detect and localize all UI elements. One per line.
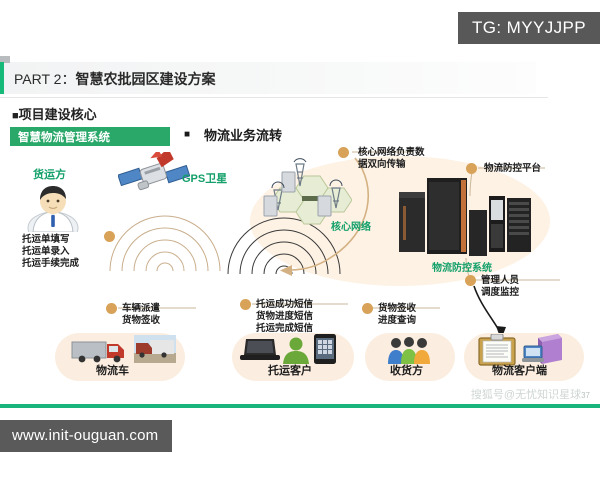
annotation-line: 货物签收 [378,303,417,314]
annotation-vehicle-dispatch: 车辆派遣 货物签收 [122,303,160,327]
annotation-shipper-steps: 托运单填写 托运单录入 托运手续完成 [22,234,79,270]
dot-marker-shipper [104,231,115,242]
section-bullet-icon: ■ [12,110,19,122]
diagram-canvas: GPS卫星 货运方 托运单填写 托运单录入 托运手续完成 [0,146,600,396]
clipboard-icon [478,334,516,366]
annotation-line: 托运单录入 [22,246,70,257]
system-pill-text: 智慧物流管理系统 [18,131,110,144]
flow-title-text: 物流业务流转 [204,128,283,143]
annotation-line: 核心网络负责数 [358,147,425,158]
part-title: 智慧农批园区建设方案 [75,71,216,87]
computer-icon [522,334,564,366]
gps-satellite-label: GPS卫星 [182,173,228,185]
annotation-goods-receipt: 货物签收 进度查询 [378,303,416,327]
part-title-text: PART 2：智慧农批园区建设方案 [14,69,215,89]
shipper-avatar-icon [26,182,80,232]
footer-watermark-text: 搜狐号@无忧知识星球 [470,389,582,401]
endpoint-label-logistics-vehicle: 物流车 [96,365,129,377]
people-group-icon [385,336,435,364]
bottom-rule [0,404,600,408]
shipper-label: 货运方 [33,169,66,181]
annotation-line: 托运手续完成 [22,258,80,269]
annotation-line: 托运完成短信 [256,323,314,334]
endpoint-label-logistics-client: 物流客户端 [492,365,547,377]
core-network-label: 核心网络 [331,222,371,233]
annotation-core-transport: 核心网络负责数 据双向传输 [358,147,425,170]
annotation-line: 托运成功短信 [256,299,314,310]
annotation-line: 车辆派遣 [122,303,161,314]
footer-watermark: 搜狐号@无忧知识星球37 [471,386,590,402]
system-pill-label: 智慧物流管理系统 [10,127,170,146]
endpoint-label-consignee: 收货方 [390,365,423,377]
laptop-icon [240,337,280,363]
flow-bullet-icon: ■ [184,129,191,140]
annotation-line: 管理人员 [481,275,520,286]
part-title-bar: PART 2：智慧农批园区建设方案 [0,56,536,94]
annotation-line: 调度监控 [481,286,520,298]
annotation-control-platform: 物流防控平台 [484,163,541,175]
dot-marker-core-transport [338,147,349,158]
annotation-line: 据双向传输 [358,158,406,170]
gps-satellite-icon [118,152,190,200]
page-number: 37 [581,391,590,400]
annotation-line: 货物进度短信 [256,311,314,322]
part-bar-cap [0,56,10,63]
truck-icon [70,336,130,364]
tablet-icon [314,334,336,364]
person-green-icon [281,336,311,364]
annotation-admin-monitor: 管理人员 调度监控 [481,275,519,298]
annotation-line: 货物签收 [122,315,161,326]
annotation-line: 进度查询 [378,315,417,326]
part-prefix: PART 2： [14,71,76,87]
annotation-line: 托运单填写 [22,234,70,245]
dot-marker-goods-receipt [362,303,373,314]
endpoint-label-shipping-customer: 托运客户 [268,365,312,377]
truck-photo-thumb [134,335,176,363]
dot-marker-sms-notices [240,299,251,310]
part-underline [0,97,548,98]
section-heading: ■项目建设核心 [12,104,97,123]
diagram-vectors [109,151,560,340]
url-watermark-chip: www.init-ouguan.com [0,420,173,452]
flow-title-group: ■ 物流业务流转 [184,125,282,144]
dot-marker-control-platform [466,163,477,174]
annotation-line: 物流防控平台 [484,163,542,174]
annotation-sms-notices: 托运成功短信 货物进度短信 托运完成短信 [256,299,313,335]
control-system-label: 物流防控系统 [432,263,492,274]
server-racks-icon [395,168,545,258]
dot-marker-vehicle-dispatch [106,303,117,314]
core-network-towers-icon [256,158,352,234]
tg-watermark-chip: TG: MYYJJPP [458,12,600,44]
part-bar-accent [0,62,4,94]
dot-marker-admin-monitor [465,275,476,286]
section-heading-text: 项目建设核心 [18,107,97,122]
